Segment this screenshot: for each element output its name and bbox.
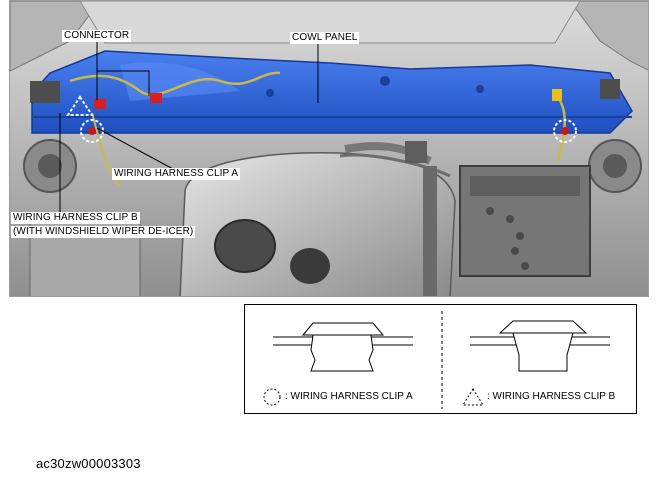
left-fender — [10, 1, 101, 72]
windshield-base — [79, 1, 581, 44]
clip-a-callout: WIRING HARNESS CLIP A — [112, 168, 241, 180]
right-strut-top — [603, 154, 627, 178]
engine-cover-port — [290, 248, 330, 284]
connector-leader — [97, 70, 150, 96]
legend-clip-a-label: : WIRING HARNESS CLIP A — [285, 391, 413, 402]
right-bracket — [600, 79, 620, 99]
connector-callout: CONNECTOR — [62, 30, 132, 42]
clip-a-marker-dot — [88, 127, 96, 135]
left-bracket — [30, 81, 60, 103]
cap-fitting — [405, 141, 427, 163]
battery-caps — [486, 207, 529, 270]
legend-illustrations — [263, 311, 610, 409]
wiring-harness-lower — [91, 112, 121, 187]
clip-a-leader — [96, 127, 176, 171]
clip-b-callout: WIRING HARNESS CLIP B — [11, 212, 140, 224]
dashed-circle-icon — [263, 388, 281, 406]
clip-a-marker-right — [553, 119, 577, 143]
clip-b-cross-section — [470, 320, 610, 372]
cowl-panel-highlight — [120, 62, 240, 101]
oil-filler-cap — [214, 219, 276, 273]
clip-b-callout-note: (WITH WINDSHIELD WIPER DE-ICER) — [11, 226, 196, 238]
engine-cover-ridge — [339, 153, 451, 178]
figure-id: ac30zw00003303 — [36, 456, 141, 471]
engine-bay-photo — [9, 0, 649, 297]
cowl-panel-bolt — [380, 76, 390, 86]
connector-marker — [94, 99, 106, 109]
cowl-panel-bolt — [476, 85, 484, 93]
clip-a-cross-section — [273, 322, 413, 372]
engine-bay-illustration — [10, 1, 648, 296]
legend-clip-b-label: : WIRING HARNESS CLIP B — [487, 391, 616, 402]
harness-plug — [552, 89, 562, 101]
connector-marker — [150, 93, 162, 103]
clip-b-marker — [66, 95, 94, 116]
right-fender — [569, 1, 648, 71]
dashed-triangle-icon — [462, 388, 484, 406]
wiring-harness-left — [69, 71, 281, 97]
legend-box: : WIRING HARNESS CLIP A : WIRING HARNESS… — [244, 304, 637, 414]
battery-top — [470, 176, 580, 196]
leader-lines — [59, 40, 319, 212]
clip-a-marker-dot — [561, 127, 569, 135]
left-strut-top — [38, 154, 62, 178]
cowl-panel-callout: COWL PANEL — [290, 32, 360, 44]
cowl-panel-bolt — [266, 89, 274, 97]
